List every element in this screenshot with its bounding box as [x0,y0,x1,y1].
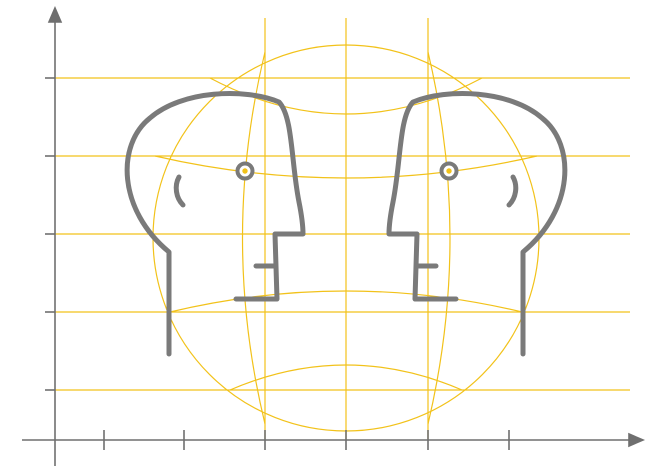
right-eye-center [446,168,451,173]
axes-layer [22,8,643,466]
right-ear-icon [509,177,516,205]
y-axis-arrowhead [49,8,61,22]
curved-guide-left [243,52,266,424]
left-eye-center [242,168,247,173]
curved-guide-right [428,52,450,424]
x-axis-arrowhead [629,434,643,446]
left-ear-icon [176,177,183,205]
right-eye-icon [442,164,457,179]
left-eye-icon [238,164,253,179]
